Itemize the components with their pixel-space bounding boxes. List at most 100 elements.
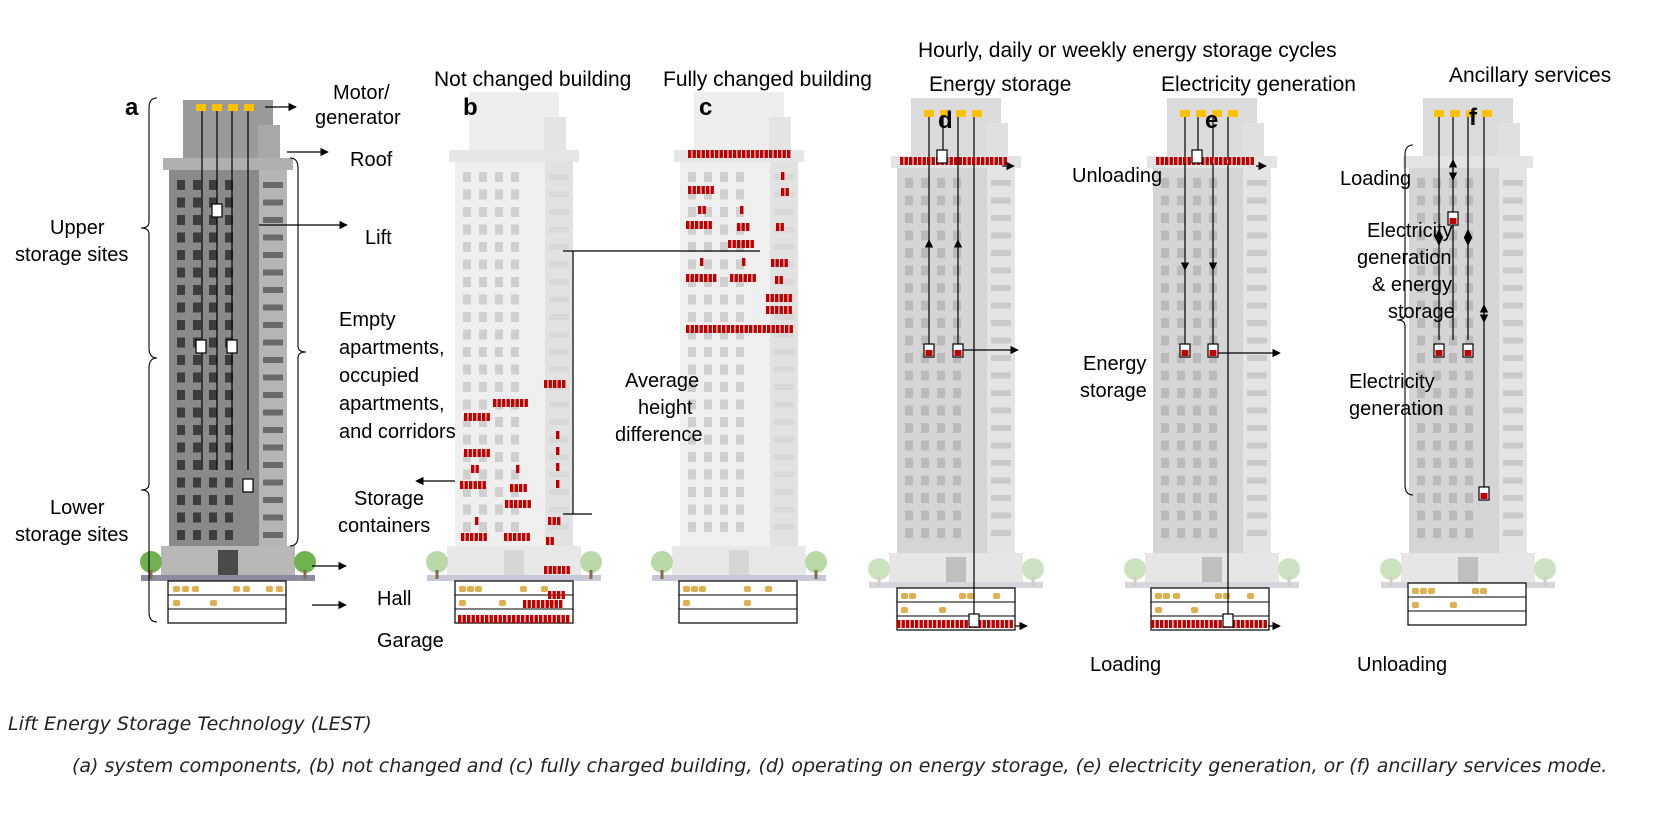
buildings-layer	[140, 92, 1556, 631]
car-icon	[467, 586, 474, 592]
balcony	[263, 322, 283, 328]
car-icon	[1472, 588, 1479, 594]
window	[193, 407, 201, 418]
tree	[294, 551, 316, 573]
storage-container	[701, 150, 705, 158]
storage-container	[730, 274, 734, 282]
panel-d-letter: d	[938, 107, 953, 134]
balcony	[774, 436, 794, 443]
window	[953, 178, 961, 188]
d-unloading-label: Unloading	[1072, 165, 1162, 187]
window	[921, 230, 929, 241]
storage-container	[519, 484, 523, 492]
window	[1465, 423, 1473, 433]
motor-generator	[956, 110, 966, 117]
window	[937, 195, 945, 206]
balcony	[1247, 232, 1267, 239]
tree	[580, 551, 602, 573]
window	[1177, 493, 1185, 503]
storage-container	[486, 449, 490, 457]
window	[1417, 318, 1425, 328]
balcony	[1503, 215, 1523, 221]
window	[720, 189, 728, 200]
tower-side	[1499, 168, 1527, 555]
balcony	[1247, 320, 1267, 326]
window	[1449, 440, 1457, 451]
window	[209, 285, 217, 295]
car-icon	[1191, 607, 1198, 613]
window	[1465, 283, 1473, 293]
lift-cabin	[195, 339, 207, 354]
balcony	[549, 524, 569, 530]
window	[953, 300, 961, 311]
storage-container	[767, 325, 771, 333]
balcony	[1247, 425, 1267, 431]
window	[511, 172, 519, 182]
storage-container	[556, 463, 560, 471]
window	[704, 329, 712, 340]
storage-container	[688, 150, 692, 158]
window	[704, 452, 712, 462]
balcony	[1503, 460, 1523, 466]
upper-label-2: storage sites	[15, 244, 128, 266]
storage-container	[462, 615, 466, 623]
motor-generator	[228, 104, 238, 111]
window	[688, 172, 696, 182]
window	[905, 283, 913, 293]
storage-container	[897, 620, 901, 628]
window	[1177, 230, 1185, 241]
window	[1193, 230, 1201, 241]
window	[720, 347, 728, 357]
window	[511, 242, 519, 252]
window	[495, 364, 503, 375]
window	[225, 302, 233, 313]
lift-cabin	[242, 478, 254, 493]
balcony	[1247, 302, 1267, 309]
lift-cabin	[968, 613, 980, 628]
empty-label-1: Empty	[339, 309, 396, 331]
storage-container	[546, 537, 550, 545]
window	[177, 180, 185, 190]
window	[1209, 440, 1217, 451]
window	[495, 347, 503, 357]
window	[479, 434, 487, 445]
storage-container	[1169, 620, 1173, 628]
sidewalk	[652, 575, 826, 581]
car-icon	[499, 600, 506, 606]
window	[937, 283, 945, 293]
window	[921, 300, 929, 311]
balcony	[1247, 250, 1267, 256]
panel-b-title: Not changed building	[434, 68, 631, 91]
window	[495, 434, 503, 445]
window	[1193, 300, 1201, 311]
lift-cabin-load	[925, 350, 933, 356]
entrance-door	[729, 550, 749, 576]
window	[209, 337, 217, 348]
balcony	[263, 339, 283, 346]
storage-container	[924, 620, 928, 628]
storage-container	[1164, 620, 1168, 628]
window	[193, 180, 201, 190]
storage-container	[717, 325, 721, 333]
window	[1177, 475, 1185, 486]
window	[1433, 178, 1441, 188]
storage-container	[527, 600, 531, 608]
storage-container	[1250, 157, 1254, 165]
storage-container	[708, 274, 712, 282]
window	[905, 475, 913, 486]
window	[720, 277, 728, 287]
window	[937, 178, 945, 188]
window	[953, 370, 961, 381]
storage-container	[788, 306, 792, 314]
window	[937, 475, 945, 486]
storage-container	[776, 223, 780, 231]
window	[495, 382, 503, 392]
window	[921, 440, 929, 451]
window	[953, 265, 961, 276]
window	[1209, 493, 1217, 503]
window	[937, 353, 945, 363]
tree-trunk	[1389, 577, 1393, 586]
storage-container	[506, 399, 510, 407]
balcony	[1503, 390, 1523, 396]
balcony	[991, 355, 1011, 361]
